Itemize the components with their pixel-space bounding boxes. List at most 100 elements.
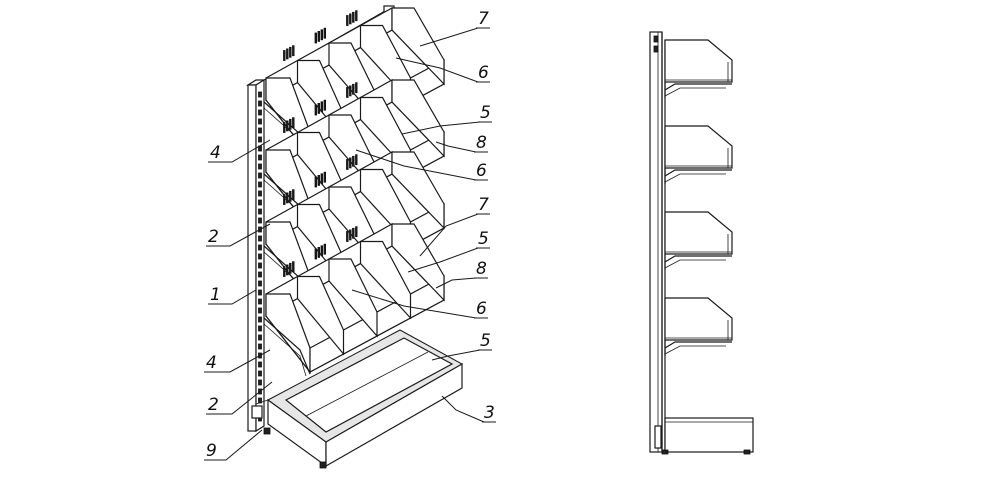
- divider-clip: [355, 226, 358, 238]
- side-upright: [649, 31, 666, 453]
- callout-2: 2: [206, 223, 271, 247]
- callout-leader-line: [395, 57, 479, 83]
- post-slot: [258, 307, 262, 314]
- divider-clip: [352, 155, 355, 167]
- callout-label: 4: [210, 143, 221, 163]
- callout-label: 3: [484, 403, 495, 423]
- divider-clip: [320, 173, 324, 185]
- divider-clip: [320, 245, 324, 257]
- divider-clip: [355, 10, 358, 22]
- side-shelf-body: [664, 297, 733, 341]
- callout-label: 7: [478, 195, 489, 215]
- callout-6: 6: [355, 149, 488, 181]
- shelf-divider: [328, 258, 378, 338]
- callout-leader-line: [419, 213, 479, 257]
- callout-6: 6: [351, 289, 488, 319]
- side-base: [654, 417, 754, 455]
- side-shelf: [664, 125, 733, 184]
- divider-clip: [346, 159, 349, 170]
- divider-clip: [346, 87, 349, 98]
- callout-leader-line: [419, 27, 479, 47]
- post-slot: [258, 298, 262, 305]
- divider-clip: [286, 264, 289, 276]
- post-slot: [258, 271, 262, 278]
- divider-clip: [355, 82, 358, 94]
- post-slot: [258, 334, 262, 341]
- callout-label: 4: [206, 353, 217, 373]
- post-slot: [258, 154, 262, 161]
- divider-clip: [317, 246, 321, 258]
- divider-clip: [323, 243, 327, 255]
- callout-7: 7: [419, 195, 490, 257]
- post-slot: [258, 235, 262, 242]
- post-slot: [258, 163, 262, 170]
- callout-5: 5: [401, 103, 492, 135]
- shelves-group: [263, 6, 445, 377]
- callout-8: 8: [435, 259, 488, 289]
- post-slot: [258, 181, 262, 188]
- callout-4: 4: [208, 139, 271, 163]
- upright-post: [245, 78, 267, 433]
- shelf-end-wall: [391, 151, 445, 230]
- divider-clip: [346, 231, 349, 242]
- divider-clip: [283, 266, 286, 277]
- divider-clip: [349, 229, 352, 241]
- post-slot: [258, 325, 262, 332]
- side-shelf: [664, 211, 733, 270]
- side-bracket: [664, 173, 726, 183]
- post-slot: [258, 199, 262, 206]
- callout-leader-line: [435, 141, 477, 153]
- side-shelf: [664, 297, 733, 356]
- shelf-bracket: [263, 317, 311, 375]
- post-slot: [258, 208, 262, 215]
- post-slot: [258, 244, 262, 251]
- callout-leader-line: [355, 149, 477, 181]
- callout-9: 9: [204, 429, 263, 461]
- post-slot: [258, 379, 262, 386]
- callout-leader-line: [441, 395, 485, 423]
- post-slot: [258, 100, 262, 107]
- callout-label: 1: [210, 285, 221, 305]
- post-slot: [258, 190, 262, 197]
- divider-clip: [314, 104, 318, 116]
- callout-label: 8: [476, 133, 487, 153]
- callout-7: 7: [419, 9, 490, 47]
- post-slot: [258, 361, 262, 368]
- divider-clip: [289, 46, 292, 58]
- divider-clip: [283, 122, 286, 133]
- divider-clip: [352, 11, 355, 23]
- post-slot: [258, 262, 262, 269]
- callout-6: 6: [395, 57, 490, 83]
- post-slot: [258, 370, 262, 377]
- divider-clip: [286, 120, 289, 132]
- callout-label: 5: [480, 103, 491, 123]
- post-slot: [258, 136, 262, 143]
- shelf-end-wall: [391, 7, 445, 86]
- divider-clip: [292, 261, 295, 273]
- post-slot: [258, 289, 262, 296]
- post-slot: [258, 118, 262, 125]
- post-slot: [258, 91, 262, 98]
- shelf-end-wall: [391, 79, 445, 158]
- divider-clip: [323, 99, 327, 111]
- divider-clip: [289, 118, 292, 130]
- callout-label: 2: [208, 395, 219, 415]
- callout-label: 9: [206, 441, 217, 461]
- shelf-bin: [263, 222, 445, 377]
- side-shelves-group: [664, 39, 733, 356]
- post-slot: [258, 253, 262, 260]
- callout-2: 2: [206, 381, 273, 415]
- divider-clip: [292, 117, 295, 129]
- post-slot: [258, 217, 262, 224]
- callout-leader-line: [407, 247, 479, 273]
- divider-clip: [317, 174, 321, 186]
- callout-leader-line: [435, 277, 477, 289]
- callout-leader-line: [401, 121, 481, 135]
- callout-label: 5: [478, 229, 489, 249]
- divider-clip: [286, 48, 289, 60]
- base-plinth: [251, 329, 464, 469]
- divider-clip: [289, 190, 292, 202]
- callout-5: 5: [407, 229, 490, 273]
